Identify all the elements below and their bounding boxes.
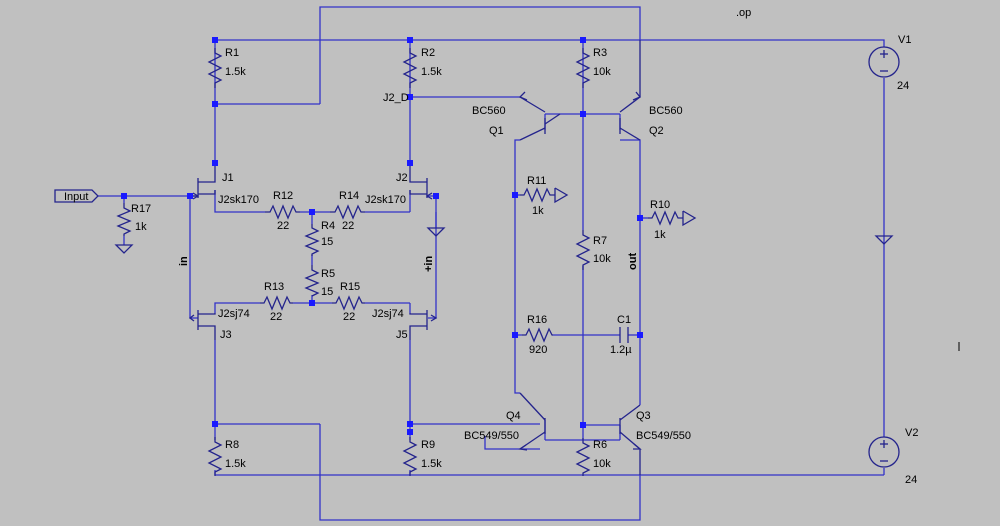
j1-model: J2sk170 [218, 194, 259, 206]
bjt-q4 [518, 392, 546, 451]
r4-value: 15 [321, 236, 333, 248]
jfet-j2 [409, 163, 433, 200]
jfet-j3 [188, 310, 216, 340]
ground-symbol-r17 [114, 244, 134, 254]
q3-name: Q3 [636, 410, 651, 422]
r16-value: 920 [529, 344, 547, 356]
r6-name: R6 [593, 439, 607, 451]
r2-name: R2 [421, 47, 435, 59]
r3-name: R3 [593, 47, 607, 59]
r17-value: 1k [135, 221, 147, 233]
resistor-r9 [402, 437, 418, 476]
r14-name: R14 [339, 190, 359, 202]
q2-name: Q2 [649, 125, 664, 137]
bjt-q3 [619, 404, 642, 475]
r14-value: 22 [342, 220, 354, 232]
r7-name: R7 [593, 235, 607, 247]
q1-model: BC560 [472, 105, 506, 117]
r13-name: R13 [264, 281, 284, 293]
resistor-r10 [648, 210, 697, 227]
spice-directive: .op [736, 7, 751, 19]
jfet-j1 [188, 163, 216, 200]
j2-name: J2 [396, 172, 408, 184]
resistor-r16 [522, 327, 553, 343]
r1-value: 1.5k [225, 66, 246, 78]
r12-name: R12 [273, 190, 293, 202]
voltage-source-v2 [868, 436, 900, 468]
c1-value: 1.2µ [610, 344, 632, 356]
resistor-r6 [575, 438, 591, 476]
ground-symbol-plus-in [426, 227, 446, 237]
resistor-r12 [265, 204, 300, 220]
bjt-q2 [619, 40, 642, 141]
capacitor-c1 [619, 327, 629, 343]
input-net-label: Input [64, 191, 88, 203]
resistor-r15 [332, 295, 365, 311]
r10-name: R10 [650, 199, 670, 211]
r7-value: 10k [593, 253, 611, 265]
resistor-r4 [304, 224, 320, 256]
j1-name: J1 [222, 172, 234, 184]
j5-name: J5 [396, 329, 408, 341]
resistor-r2 [402, 48, 418, 88]
j5-model: J2sj74 [372, 308, 404, 320]
bjt-q1 [518, 91, 561, 141]
resistor-r14 [330, 204, 365, 220]
resistor-r7 [575, 230, 591, 270]
r5-name: R5 [321, 268, 335, 280]
r8-value: 1.5k [225, 458, 246, 470]
r3-value: 10k [593, 66, 611, 78]
j3-name: J3 [220, 329, 232, 341]
q1-name: Q1 [489, 125, 504, 137]
r9-value: 1.5k [421, 458, 442, 470]
net-label-j2-d: J2_D [383, 92, 409, 104]
net-label-in: in [178, 256, 190, 266]
r12-value: 22 [277, 220, 289, 232]
input-port-flag [54, 189, 99, 203]
r2-value: 1.5k [421, 66, 442, 78]
resistor-r1 [207, 48, 223, 88]
ground-symbol-supply [874, 235, 894, 245]
resistor-r11 [520, 187, 569, 204]
junction-dots [121, 37, 643, 435]
r13-value: 22 [270, 311, 282, 323]
j3-model: J2sj74 [218, 308, 250, 320]
resistor-r3 [575, 48, 591, 88]
r9-name: R9 [421, 439, 435, 451]
r16-name: R16 [527, 314, 547, 326]
q3-model: BC549/550 [636, 430, 691, 442]
r15-name: R15 [340, 281, 360, 293]
c1-name: C1 [617, 314, 631, 326]
r10-value: 1k [654, 229, 666, 241]
q2-model: BC560 [649, 105, 683, 117]
v2-value: 24 [905, 474, 917, 486]
v1-value: 24 [897, 80, 909, 92]
r5-value: 15 [321, 286, 333, 298]
r11-value: 1k [532, 205, 544, 217]
q4-model: BC549/550 [464, 430, 519, 442]
r11-name: R11 [527, 175, 546, 187]
r8-name: R8 [225, 439, 239, 451]
jfet-j5 [409, 310, 438, 340]
q4-name: Q4 [506, 410, 521, 422]
voltage-source-v1 [868, 46, 900, 78]
r17-name: R17 [131, 203, 151, 215]
resistor-r8 [207, 437, 223, 476]
r1-name: R1 [225, 47, 239, 59]
v2-name: V2 [905, 427, 918, 439]
resistor-r5 [304, 265, 320, 297]
resistor-r17 [116, 203, 132, 236]
r15-value: 22 [343, 311, 355, 323]
r6-value: 10k [593, 458, 611, 470]
net-label-out: out [627, 253, 639, 270]
v1-name: V1 [898, 34, 911, 46]
resistor-r13 [260, 295, 293, 311]
net-label-plus-in: +in [423, 256, 435, 272]
r4-name: R4 [321, 220, 335, 232]
j2-model: J2sk170 [365, 194, 406, 206]
